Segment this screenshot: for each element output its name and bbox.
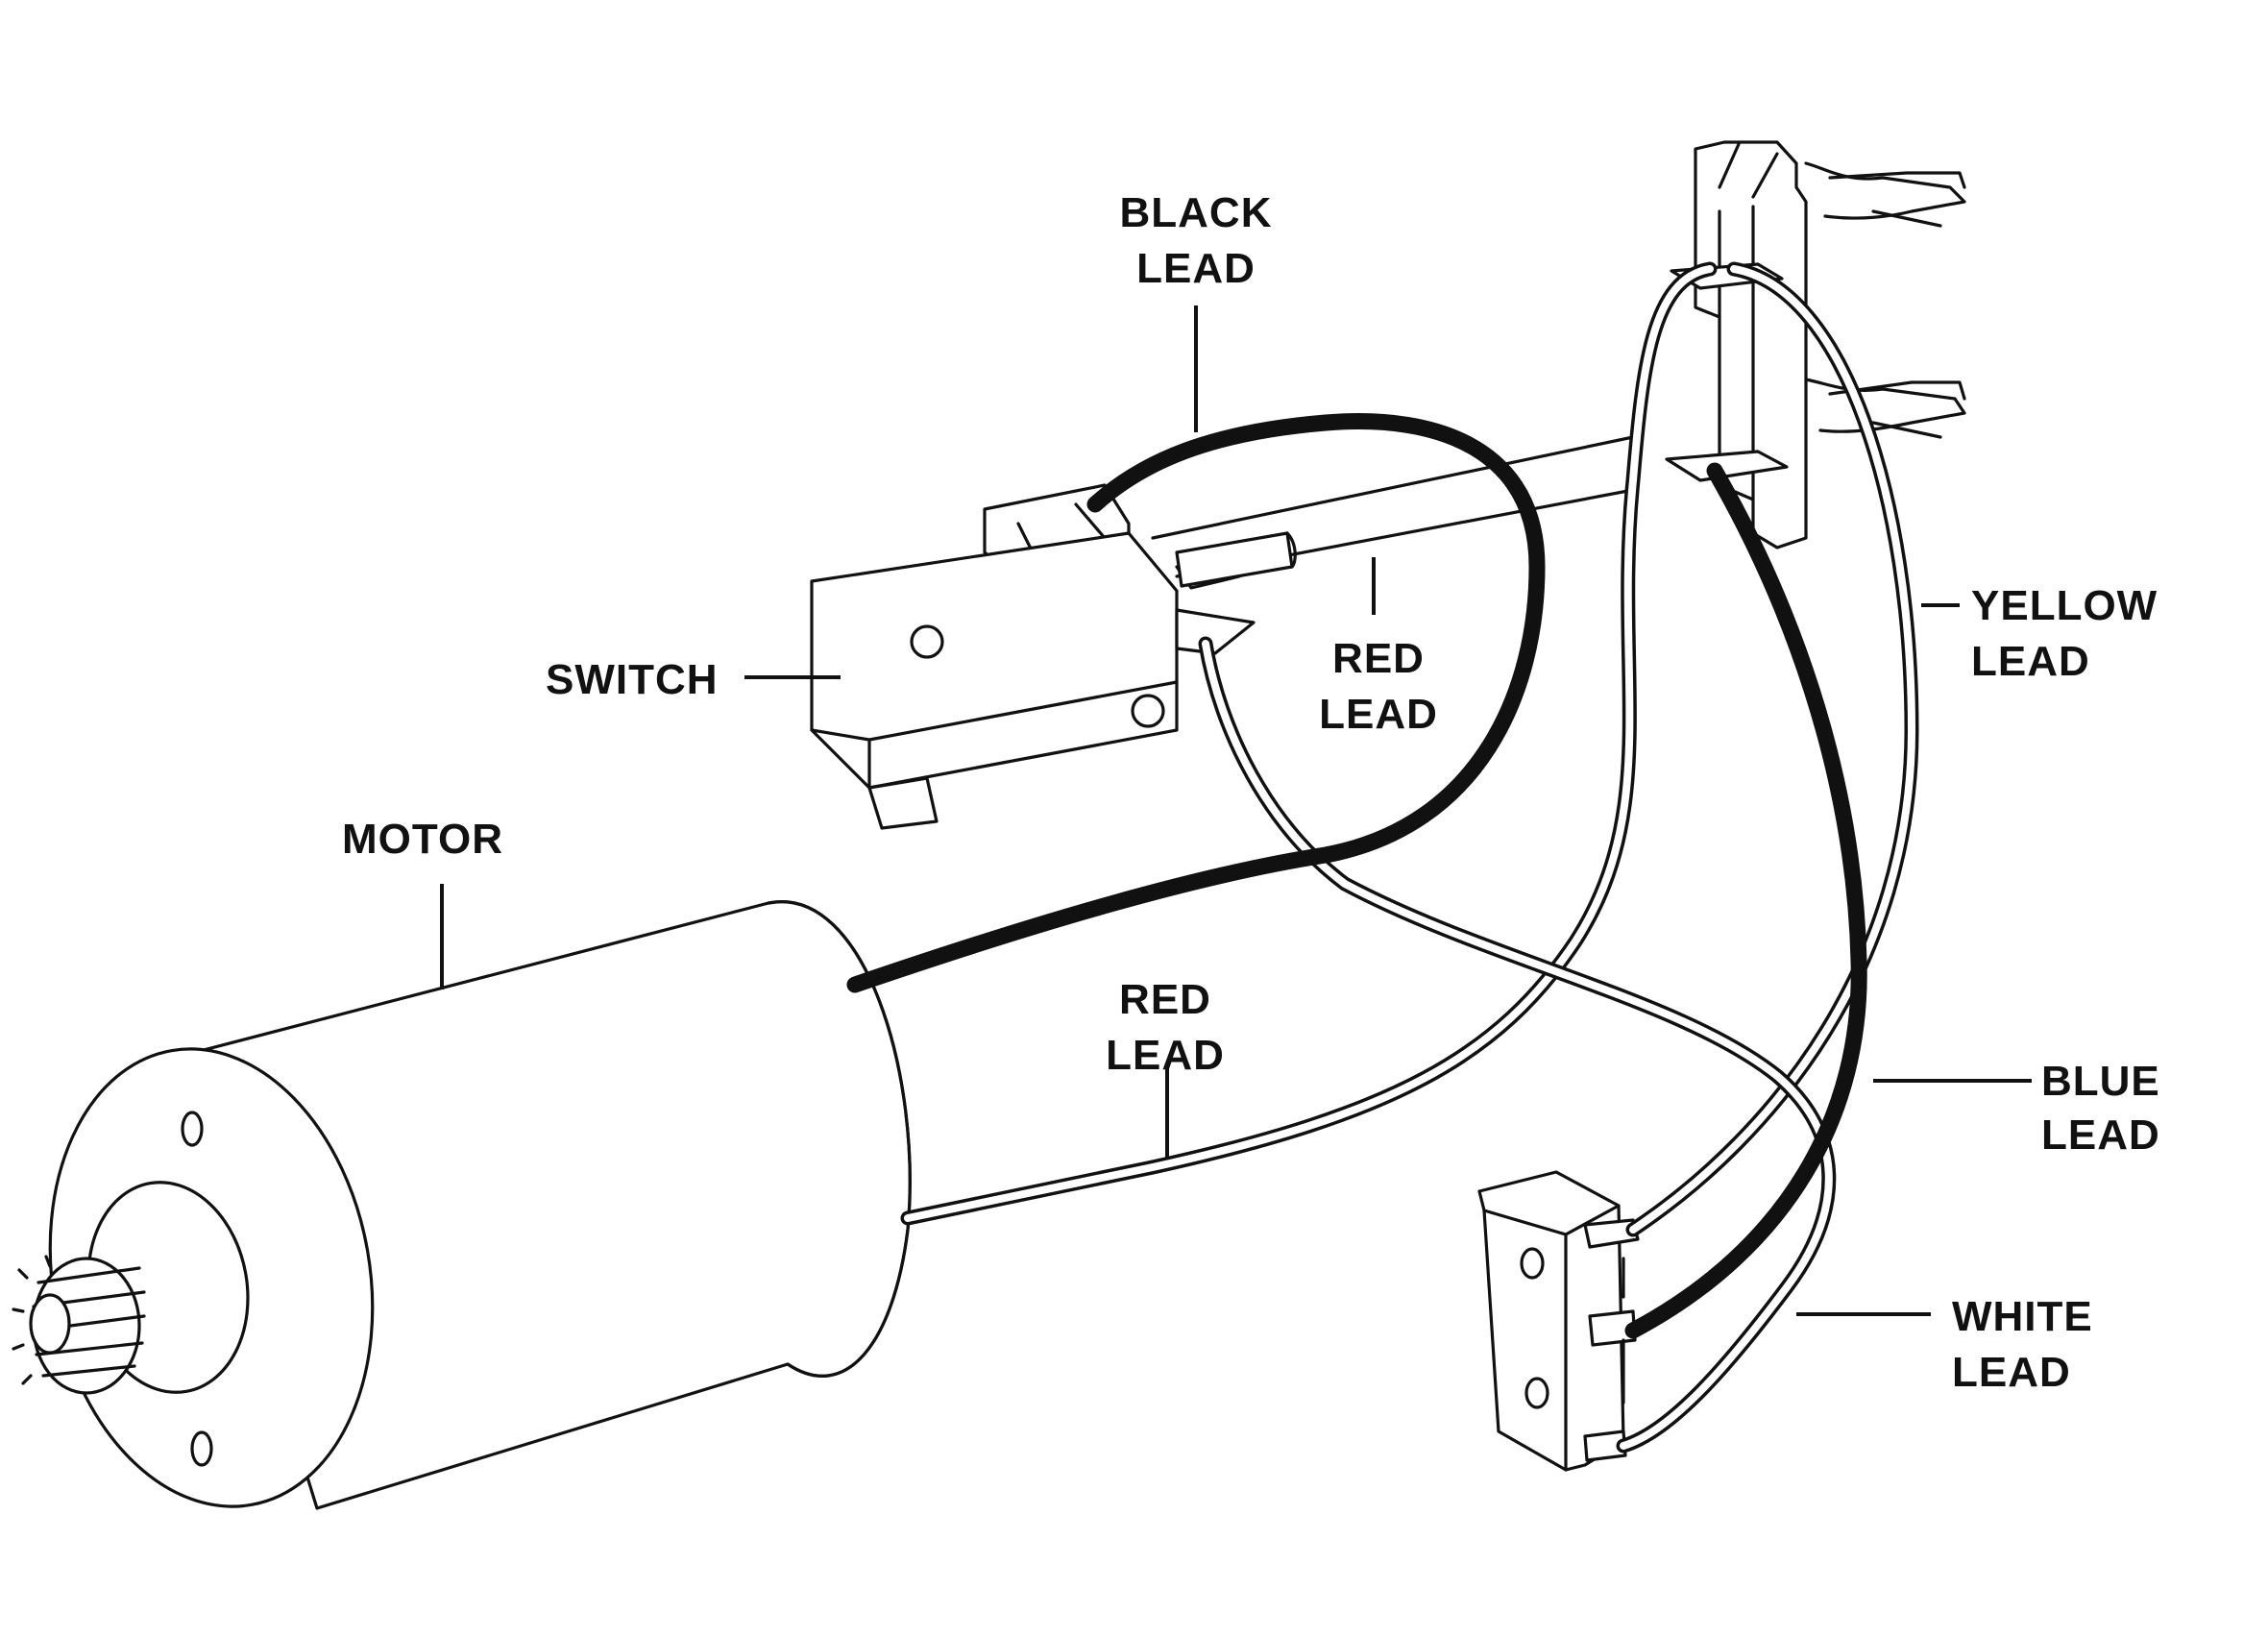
black-lead-wire — [846, 413, 1546, 993]
switch — [810, 483, 1256, 830]
label-black-lead-2: LEAD — [1136, 245, 1256, 292]
label-white-lead-1: WHITE — [1952, 1293, 2093, 1340]
blue-lead-wire — [1624, 462, 1867, 1339]
limit-switch — [1477, 1170, 1640, 1472]
pinion-gear — [12, 1255, 146, 1395]
label-yellow-lead-2: LEAD — [1971, 638, 2090, 685]
label-yellow-lead-1: YELLOW — [1971, 582, 2158, 629]
label-white-lead-2: LEAD — [1952, 1349, 2071, 1396]
label-red-lead-bottom-2: LEAD — [1106, 1032, 1225, 1079]
label-red-lead-top-1: RED — [1332, 635, 1425, 682]
brush-holder — [1151, 140, 1966, 578]
yellow-lead-wire — [1625, 261, 1919, 1237]
red-lead-bottom-wire — [900, 261, 1718, 1226]
wires — [846, 261, 1919, 1454]
motor — [12, 900, 912, 1510]
mount-hole-top — [181, 1111, 204, 1147]
limit-hole-2 — [1524, 1377, 1549, 1409]
label-red-lead-top-2: LEAD — [1319, 691, 1438, 738]
limit-hole-1 — [1520, 1247, 1545, 1280]
label-blue-lead-1: BLUE — [2041, 1058, 2160, 1105]
switch-hole-1 — [910, 624, 944, 659]
label-black-lead-1: BLACK — [1120, 189, 1273, 236]
leader-lines — [440, 305, 2032, 1316]
label-motor: MOTOR — [342, 816, 503, 863]
label-switch: SWITCH — [546, 656, 719, 703]
label-blue-lead-2: LEAD — [2041, 1112, 2160, 1159]
labels: BLACK LEAD SWITCH RED LEAD MOTOR RED LEA… — [342, 189, 2160, 1396]
mount-hole-bottom — [190, 1430, 213, 1467]
white-lead-wire — [1198, 636, 1837, 1454]
switch-hole-2 — [1131, 694, 1165, 728]
label-red-lead-bottom-1: RED — [1119, 976, 1211, 1023]
